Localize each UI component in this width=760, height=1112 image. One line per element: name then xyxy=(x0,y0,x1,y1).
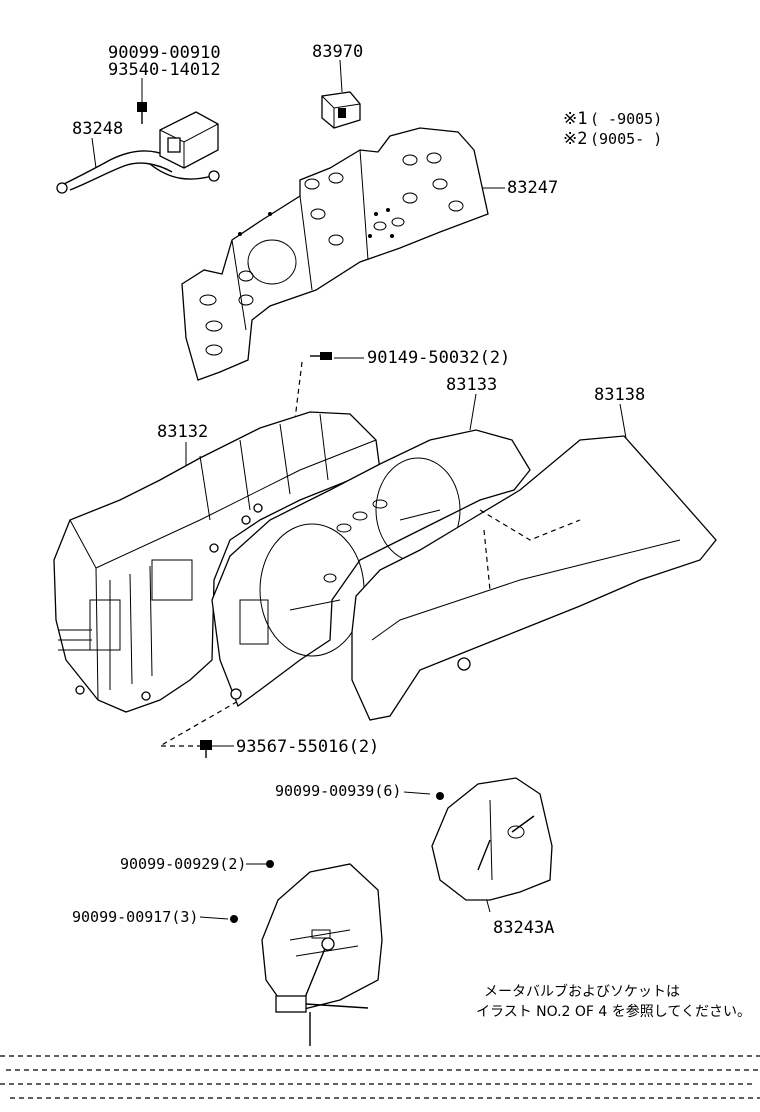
note-line-2: イラスト NO.2 OF 4 を参照してください。 xyxy=(476,1003,751,1020)
screw-case-icon xyxy=(200,740,212,758)
label-screw-90149-50032: 90149-50032(2) xyxy=(367,348,510,368)
legend-mark-1: ※1 xyxy=(563,109,587,129)
label-dial-plate-83133: 83133 xyxy=(446,375,497,395)
label-screw-90099-00910: 90099-00910 xyxy=(108,43,221,63)
label-gauge-83243A: 83243A xyxy=(493,918,554,938)
circuit-plate-83247-icon xyxy=(181,127,489,381)
reference-note: メータバルブおよびソケットは イラスト NO.2 OF 4 を参照してください。 xyxy=(476,983,751,1020)
meter-lens-83138-icon xyxy=(351,435,717,721)
gauge-83243A-icon xyxy=(431,777,553,901)
dial-plate-83133-icon xyxy=(211,429,531,708)
label-case-83132: 83132 xyxy=(157,422,208,442)
scan-border-noise xyxy=(0,1055,760,1099)
pin-83970-icon xyxy=(321,91,361,129)
legend-range-2: (9005- ) xyxy=(590,130,662,148)
label-screw-90099-00917: 90099-00917(3) xyxy=(72,908,198,926)
meter-case-83132-icon xyxy=(53,411,381,713)
label-plate-83247: 83247 xyxy=(507,178,558,198)
applicability-legend: ※1 ( -9005) ※2 (9005- ) xyxy=(563,109,662,149)
label-pin-83970: 83970 xyxy=(312,42,363,62)
speedometer-icon xyxy=(230,860,383,1046)
screw-plate-icon xyxy=(310,352,332,360)
legend-mark-2: ※2 xyxy=(563,129,587,149)
label-screw-93567-55016: 93567-55016(2) xyxy=(236,737,379,757)
legend-range-1: ( -9005) xyxy=(590,110,662,128)
harness-83248-icon xyxy=(56,111,220,194)
label-harness-83248: 83248 xyxy=(72,119,123,139)
screw-top-icon xyxy=(137,102,147,124)
label-screw-90099-00929: 90099-00929(2) xyxy=(120,855,246,873)
label-screw-90099-00939: 90099-00939(6) xyxy=(275,782,401,800)
note-line-1: メータバルブおよびソケットは xyxy=(484,983,680,1000)
label-bolt-93540-14012: 93540-14012 xyxy=(108,60,221,80)
label-lens-83138: 83138 xyxy=(594,385,645,405)
